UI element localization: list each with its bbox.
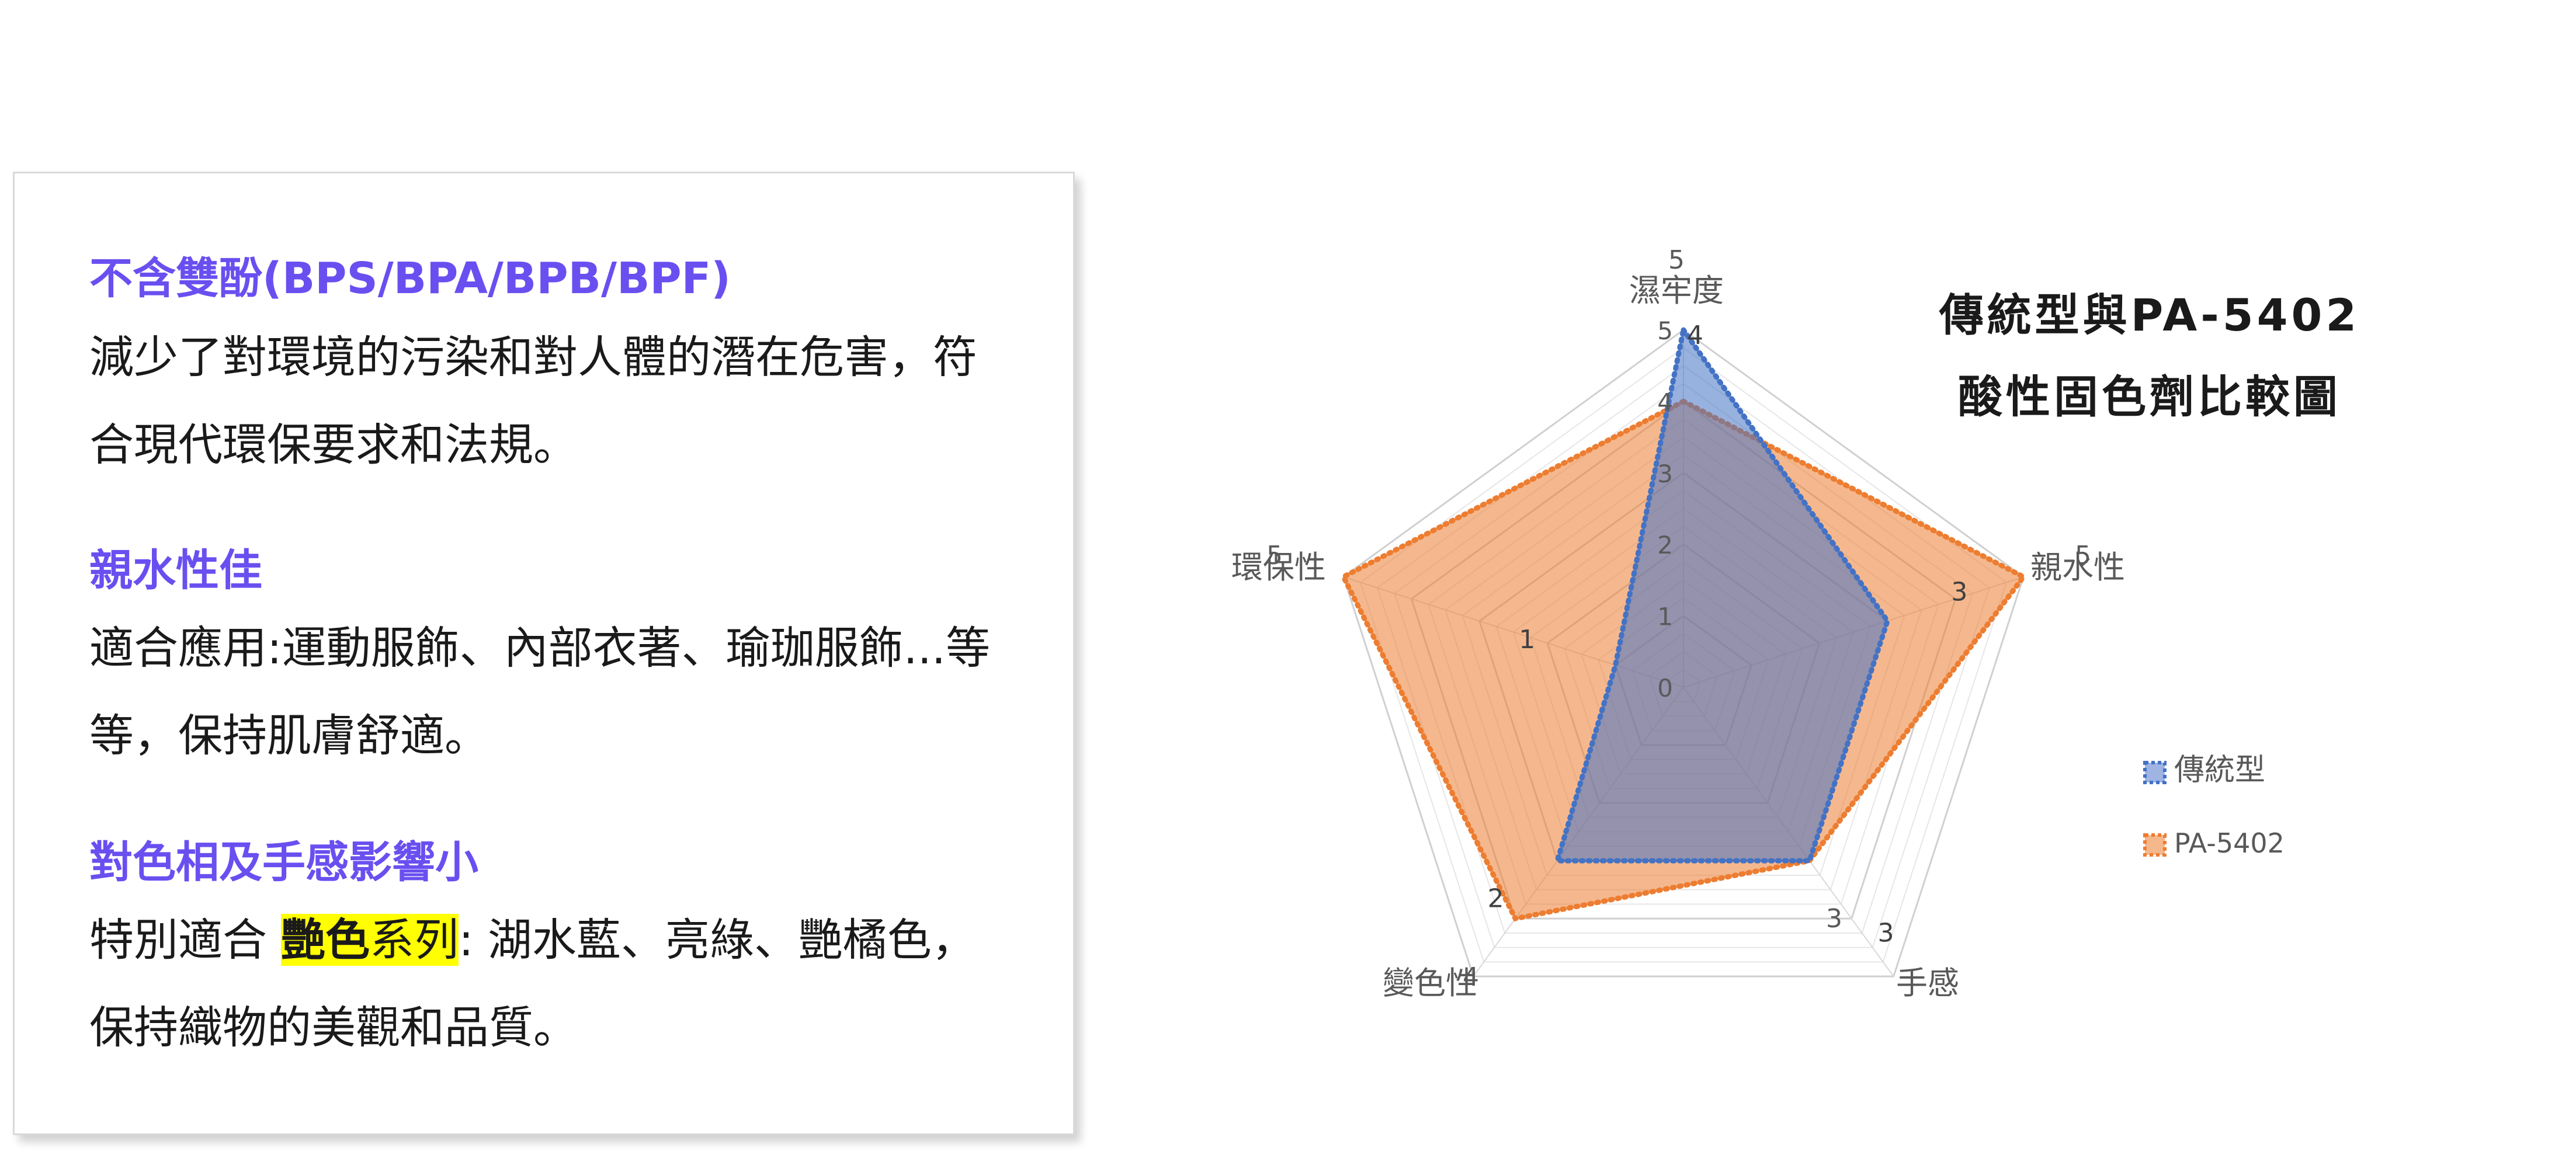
feature-body-hydrophilic: 適合應用:運動服飾、內部衣著、瑜珈服飾...等等，保持肌膚舒適。 bbox=[89, 622, 991, 761]
feature-body-low-impact: 特別適合 艷色系列: 湖水藍、亮綠、艷橘色，保持織物的美觀和品質。 bbox=[89, 896, 1001, 1071]
axis-label-3: 變色性 bbox=[1383, 965, 1477, 1001]
scale-tick-0: 0 bbox=[1657, 674, 1673, 702]
axis-label-0: 濕牢度 bbox=[1629, 272, 1724, 309]
feature-card: 不含雙酚(BPS/BPA/BPB/BPF) 減少了對環境的污染和對人體的潛在危害… bbox=[13, 172, 1075, 1135]
axis-label-4: 環保性 bbox=[1231, 549, 1326, 586]
axis-label-2: 手感 bbox=[1896, 965, 1959, 1001]
feature-heading-bisphenol-free: 不含雙酚(BPS/BPA/BPB/BPF) bbox=[89, 253, 731, 304]
legend-swatch-traditional bbox=[2143, 761, 2167, 784]
axis-max-label-0: 5 bbox=[1668, 245, 1685, 275]
chart-title-line1: 傳統型與PA-5402 bbox=[1939, 289, 2360, 341]
axis-max-label-4: 5 bbox=[1266, 541, 1283, 570]
data-label-4: 3 bbox=[1878, 919, 1894, 948]
axis-max-label-2: 3 bbox=[1826, 904, 1842, 934]
scale-tick-5: 5 bbox=[1657, 316, 1673, 345]
feature-body-bisphenol-free: 減少了對環境的污染和對人體的潛在危害，符合現代環保要求和法規。 bbox=[89, 331, 977, 471]
legend-item-traditional[interactable]: 傳統型 bbox=[2143, 753, 2265, 788]
data-label-0: 4 bbox=[1687, 321, 1703, 350]
axis-max-label-1: 5 bbox=[2075, 541, 2091, 570]
scale-tick-3: 3 bbox=[1657, 460, 1673, 488]
feature-heading-hydrophilic: 親水性佳 bbox=[89, 545, 262, 596]
highlight-rest: 系列 bbox=[370, 914, 459, 966]
chart-title-line2: 酸性固色劑比較圖 bbox=[1958, 371, 2341, 423]
legend-label-pa5402: PA-5402 bbox=[2174, 827, 2285, 859]
data-label-1: 3 bbox=[1951, 577, 1967, 607]
scale-tick-2: 2 bbox=[1657, 531, 1673, 559]
legend-label-traditional: 傳統型 bbox=[2174, 753, 2265, 788]
data-label-2: 2 bbox=[1488, 883, 1504, 913]
axis-label-1: 親水性 bbox=[2030, 549, 2125, 586]
grid-ring-20 bbox=[1342, 329, 2025, 977]
series-traditional bbox=[1554, 323, 1891, 864]
body-prefix: 特別適合 bbox=[89, 914, 282, 966]
highlight-strong: 艷色 bbox=[281, 914, 370, 966]
highlight-bright-series: 艷色系列 bbox=[281, 914, 459, 966]
legend-item-pa5402[interactable]: PA-5402 bbox=[2143, 827, 2285, 859]
legend: 傳統型 PA-5402 bbox=[2143, 753, 2285, 859]
legend-swatch-pa5402 bbox=[2143, 833, 2167, 857]
feature-heading-low-impact: 對色相及手感影響小 bbox=[89, 837, 478, 888]
data-label-3: 1 bbox=[1519, 625, 1535, 655]
body-suffix: : 湖水藍、亮綠、艷橘色，保持織物的美觀和品質。 bbox=[89, 914, 976, 1053]
axis-max-label-3: 4 bbox=[1463, 962, 1479, 992]
scale-tick-1: 1 bbox=[1657, 603, 1673, 631]
scale-tick-4: 4 bbox=[1657, 388, 1673, 416]
